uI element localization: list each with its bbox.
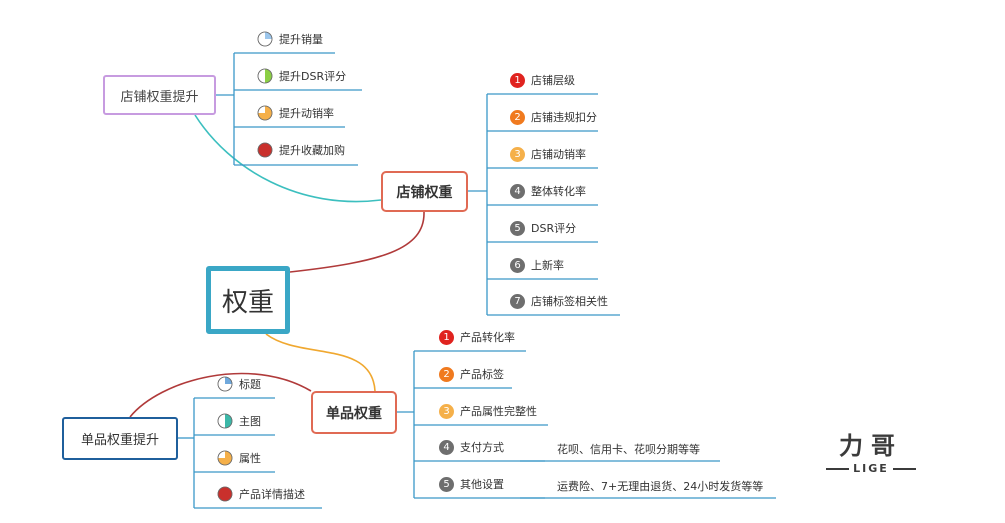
shop-factor-label: 店铺违规扣分	[531, 111, 597, 124]
logo-chinese: 力哥	[839, 431, 903, 460]
logo-english: LIGE	[826, 462, 916, 475]
shop-factor-label: 整体转化率	[531, 185, 586, 198]
item-factor-1[interactable]: 1 产品转化率	[439, 328, 515, 346]
progress-three-quarter-icon	[217, 450, 233, 466]
shop-boost-label: 提升销量	[279, 33, 323, 46]
progress-half-icon	[217, 413, 233, 429]
connector-shop-boost	[194, 114, 382, 203]
logo-english-text: LIGE	[853, 462, 889, 475]
shop-factor-3[interactable]: 3 店铺动销率	[510, 145, 586, 163]
progress-quarter-icon	[257, 31, 273, 47]
shop-factor-label: 店铺标签相关性	[531, 295, 608, 308]
item-boost-label: 属性	[239, 452, 261, 465]
item-boost-item-1[interactable]: 标题	[217, 375, 261, 393]
connector-root-shop	[289, 211, 425, 273]
logo-divider	[892, 467, 916, 470]
shop-factor-bracket	[468, 93, 620, 316]
item-boost-label: 产品详情描述	[239, 488, 305, 501]
number-5-icon: 5	[439, 476, 454, 492]
item-factor-5[interactable]: 5 其他设置	[439, 475, 504, 493]
item-boost-bracket	[178, 397, 322, 509]
item-boost-label: 标题	[239, 378, 261, 391]
progress-full-icon	[257, 142, 273, 158]
lige-logo: 力哥 LIGE	[826, 432, 916, 475]
number-5-icon: 5	[510, 220, 525, 236]
other-settings-note[interactable]: 运费险、7+无理由退货、24小时发货等等	[557, 480, 764, 493]
shop-factor-4[interactable]: 4 整体转化率	[510, 182, 586, 200]
shop-boost-bracket	[216, 52, 362, 166]
item-factor-2[interactable]: 2 产品标签	[439, 365, 504, 383]
shop-factor-label: 上新率	[531, 259, 564, 272]
shop-factor-label: 店铺动销率	[531, 148, 586, 161]
shop-factor-label: 店铺层级	[531, 74, 575, 87]
progress-half-icon	[257, 68, 273, 84]
number-2-icon: 2	[439, 366, 454, 382]
shop-boost-node[interactable]: 店铺权重提升	[103, 75, 216, 115]
number-1-icon: 1	[439, 329, 454, 345]
number-1-icon: 1	[510, 72, 525, 88]
item-boost-item-2[interactable]: 主图	[217, 412, 261, 430]
shop-boost-item-3[interactable]: 提升动销率	[257, 104, 334, 122]
shop-factor-2[interactable]: 2 店铺违规扣分	[510, 108, 597, 126]
root-node[interactable]: 权重	[206, 266, 290, 334]
shop-boost-label: 提升收藏加购	[279, 144, 345, 157]
shop-boost-item-4[interactable]: 提升收藏加购	[257, 141, 345, 159]
shop-factor-1[interactable]: 1 店铺层级	[510, 71, 575, 89]
item-factor-bracket	[397, 350, 776, 499]
connector-root-item	[265, 333, 376, 392]
item-factor-4[interactable]: 4 支付方式	[439, 438, 504, 456]
item-boost-label: 主图	[239, 415, 261, 428]
item-factor-label: 支付方式	[460, 441, 504, 454]
shop-factor-7[interactable]: 7 店铺标签相关性	[510, 292, 608, 310]
item-weight-node[interactable]: 单品权重	[311, 391, 397, 434]
shop-boost-item-2[interactable]: 提升DSR评分	[257, 67, 346, 85]
number-3-icon: 3	[439, 403, 454, 419]
item-boost-item-4[interactable]: 产品详情描述	[217, 485, 305, 503]
item-factor-3[interactable]: 3 产品属性完整性	[439, 402, 537, 420]
shop-factor-5[interactable]: 5 DSR评分	[510, 219, 576, 237]
connector-item-boost	[129, 372, 312, 418]
logo-divider	[826, 467, 850, 470]
shop-weight-node[interactable]: 店铺权重	[381, 171, 468, 212]
item-boost-node[interactable]: 单品权重提升	[62, 417, 178, 460]
item-factor-label: 产品标签	[460, 368, 504, 381]
shop-factor-label: DSR评分	[531, 222, 577, 235]
progress-quarter-icon	[217, 376, 233, 392]
progress-full-icon	[217, 486, 233, 502]
shop-boost-label: 提升DSR评分	[279, 70, 347, 83]
number-3-icon: 3	[510, 146, 525, 162]
number-4-icon: 4	[439, 439, 454, 455]
progress-three-quarter-icon	[257, 105, 273, 121]
shop-factor-6[interactable]: 6 上新率	[510, 256, 564, 274]
shop-boost-label: 提升动销率	[279, 107, 334, 120]
item-factor-label: 产品属性完整性	[460, 405, 537, 418]
payment-methods-note[interactable]: 花呗、信用卡、花呗分期等等	[557, 443, 700, 456]
number-7-icon: 7	[510, 293, 525, 309]
shop-boost-item-1[interactable]: 提升销量	[257, 30, 323, 48]
item-boost-item-3[interactable]: 属性	[217, 449, 261, 467]
item-factor-label: 其他设置	[460, 478, 504, 491]
number-2-icon: 2	[510, 109, 525, 125]
number-6-icon: 6	[510, 257, 525, 273]
item-factor-label: 产品转化率	[460, 331, 515, 344]
number-4-icon: 4	[510, 183, 525, 199]
